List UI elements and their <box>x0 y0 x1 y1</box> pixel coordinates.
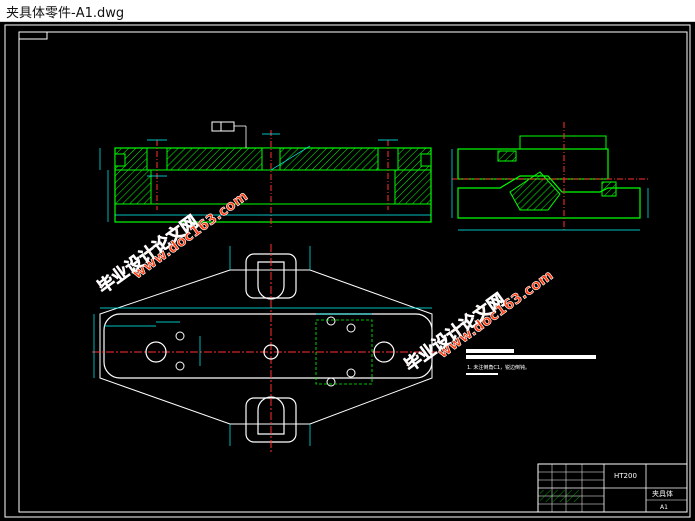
inner-frame <box>18 31 688 513</box>
cad-drawing[interactable]: 1. 未注倒角C1，锐边倒钝。 HT200 夹具体 A1 <box>0 22 695 521</box>
outer-frame <box>4 24 691 518</box>
title-block-material: HT200 <box>614 472 637 480</box>
technical-notes: 1. 未注倒角C1，锐边倒钝。 <box>466 349 596 375</box>
watermark-right-line2: www.doc163.com <box>435 268 556 362</box>
title-bar: 夹具体零件-A1.dwg <box>0 0 695 22</box>
corner-box <box>18 31 48 40</box>
title-block: HT200 夹具体 A1 <box>537 463 688 513</box>
title-block-part-name: 夹具体 <box>652 489 673 498</box>
title-block-sheet-size: A1 <box>660 504 668 511</box>
drawing-canvas[interactable]: 1. 未注倒角C1，锐边倒钝。 HT200 夹具体 A1 <box>0 22 695 521</box>
side-view <box>451 122 649 232</box>
watermark-right-line1: 毕业设计论文网 <box>401 289 510 376</box>
watermark-right: 毕业设计论文网 www.doc163.com <box>400 267 556 376</box>
front-section-view <box>99 121 432 228</box>
top-view <box>92 244 440 452</box>
tech-req-line: 1. 未注倒角C1，锐边倒钝。 <box>467 364 530 371</box>
window-title: 夹具体零件-A1.dwg <box>6 6 125 21</box>
